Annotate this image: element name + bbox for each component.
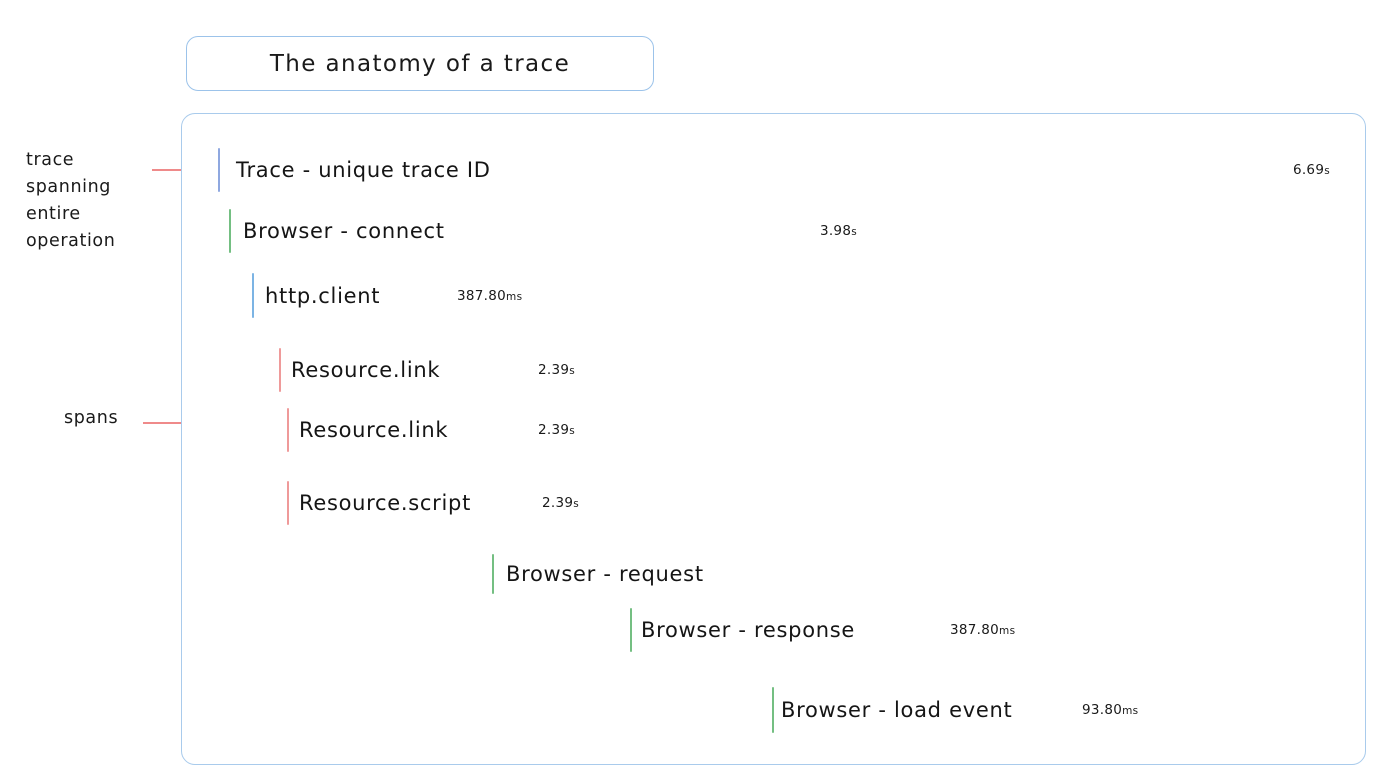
browser-connect-row[interactable]: Browser - connect 3.98s [229,209,879,253]
span-duration: 2.39s [538,422,575,438]
span-duration-unit: s [1324,165,1330,177]
span-duration: 2.39s [538,362,575,378]
span-duration-unit: s [569,365,576,377]
span-duration: 93.80ms [1082,702,1138,718]
spans-leader-line [143,422,209,424]
span-label: http.client [265,283,381,308]
span-duration-unit: s [569,425,576,437]
span-label: Resource.link [299,418,449,442]
span-duration: 2.39s [542,495,579,511]
resource-link-row-2[interactable]: Resource.link 2.39s [287,408,575,452]
span-bar[interactable] [287,481,289,525]
span-duration-value: 2.39 [538,362,570,378]
span-duration-value: 93.80 [1082,702,1123,718]
trace-diagram-frame [181,113,1366,765]
resource-script-row[interactable]: Resource.script 2.39s [287,481,579,525]
browser-load-event-row[interactable]: Browser - load event 93.80ms [772,687,1138,733]
trace-annotation-label: trace spanning entire operation [26,150,116,251]
span-bar[interactable] [279,348,281,392]
span-duration-unit: ms [506,290,523,303]
span-label: Browser - connect [243,219,445,243]
span-label: Resource.script [299,491,471,515]
span-duration-value: 2.39 [538,422,570,438]
span-duration-value: 387.80 [457,287,507,304]
span-bar[interactable] [252,273,254,318]
browser-request-row[interactable]: Browser - request [492,554,703,594]
span-duration-value: 3.98 [819,223,852,239]
resource-link-row-1[interactable]: Resource.link 2.39s [279,348,575,392]
http-client-row[interactable]: http.client 387.80ms [252,273,522,318]
span-bar[interactable] [772,687,774,733]
span-duration-value: 2.39 [542,495,574,511]
page-title: The anatomy of a trace [269,50,571,77]
span-duration: 387.80ms [950,622,1015,638]
span-bar[interactable] [218,148,220,192]
span-duration: 387.80ms [457,288,522,304]
span-duration-unit: s [573,498,580,510]
span-label: Browser - response [641,618,856,642]
span-label: Browser - load event [781,698,1013,722]
span-label: Resource.link [291,358,441,382]
span-duration: 6.69s [1293,162,1330,178]
trace-leader-line [152,169,207,171]
span-label: Trace - unique trace ID [236,158,491,182]
spans-annotation-label: spans [64,408,119,428]
diagram-title-box: The anatomy of a trace [186,36,654,91]
span-bar[interactable] [229,209,231,253]
span-bar[interactable] [492,554,494,594]
span-bar[interactable] [630,608,632,652]
span-duration: 3.98s [820,223,857,239]
span-bar[interactable] [287,408,289,452]
span-duration-value: 6.69 [1292,162,1325,178]
span-duration-value: 387.80 [950,622,1000,638]
browser-response-row[interactable]: Browser - response 387.80ms [630,608,1015,652]
span-duration-unit: ms [999,625,1016,637]
trace-row[interactable]: Trace - unique trace ID 6.69s [218,148,1352,192]
span-duration-unit: ms [1122,705,1139,717]
span-label: Browser - request [506,562,704,586]
span-duration-unit: s [851,226,857,238]
